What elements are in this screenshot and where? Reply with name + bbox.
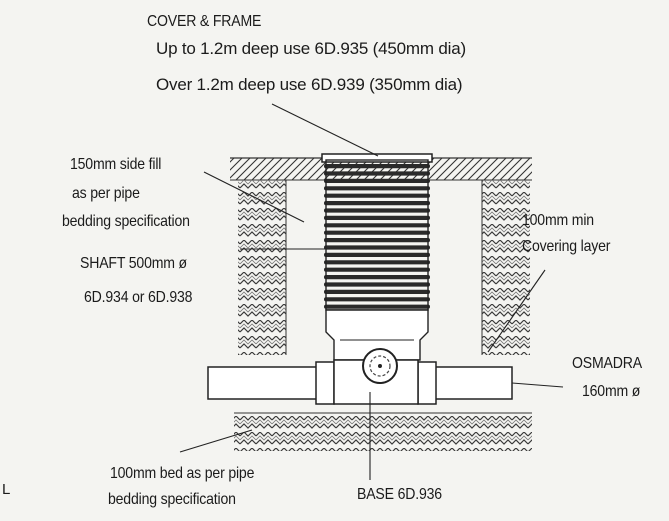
pipe-right (433, 366, 513, 400)
leader-pipe (511, 382, 564, 388)
shaft-label: SHAFT 500mm ø (80, 255, 187, 272)
edge-mark: L (2, 481, 11, 498)
shaft-rib (324, 193, 430, 198)
left-trench-wall (238, 180, 286, 355)
leader-covering-layer (487, 269, 546, 353)
shaft-rib (324, 201, 430, 206)
shaft-rib (324, 304, 430, 309)
shaft-code-label: 6D.934 or 6D.938 (84, 289, 193, 306)
leader-side-fill (203, 171, 305, 223)
shaft-ribs (324, 164, 430, 309)
side-fill-label-1: 150mm side fill (70, 156, 162, 173)
shaft-rib (324, 245, 430, 250)
shaft-rib (324, 297, 430, 302)
shaft-rib (324, 238, 430, 243)
shaft-rib (324, 208, 430, 213)
covering-layer-label-2: Covering layer (522, 238, 611, 255)
side-fill-label-3: bedding specification (62, 213, 190, 230)
pipe-left-coupling (315, 361, 335, 405)
bed-label-2: bedding specification (108, 491, 236, 508)
shaft-rib (324, 164, 430, 169)
shaft-rib (324, 267, 430, 272)
bed-label-1: 100mm bed as per pipe (110, 465, 255, 482)
shaft-rib (324, 282, 430, 287)
cover-deep-spec: Over 1.2m deep use 6D.939 (350mm dia) (156, 75, 463, 94)
shaft-rib (324, 260, 430, 265)
shaft-rib (324, 178, 430, 183)
cover-shallow-spec: Up to 1.2m deep use 6D.935 (450mm dia) (156, 39, 466, 58)
pipe-right-coupling (417, 361, 437, 405)
ground-surface-hatch (230, 158, 532, 180)
side-fill-label-2: as per pipe (72, 185, 140, 202)
leader-cover (271, 103, 379, 157)
shaft-rib (324, 252, 430, 257)
shaft-rib (324, 223, 430, 228)
pipe-center-mark (378, 364, 382, 368)
pipe-brand-label: OSMADRA (572, 355, 642, 372)
leader-bed (179, 429, 253, 453)
covering-layer-label-1: 100mm min (522, 212, 594, 229)
pipe-left (207, 366, 319, 400)
shaft-rib (324, 215, 430, 220)
shaft-rib (324, 275, 430, 280)
base-chamber (325, 309, 429, 361)
shaft-rib (324, 289, 430, 294)
bedding-layer (234, 413, 532, 451)
leader-lines (179, 103, 564, 480)
pipe-bore-inner (369, 355, 391, 377)
right-trench-wall (482, 180, 530, 355)
pipe-diameter-label: 160mm ø (582, 383, 641, 400)
shaft-rib (324, 186, 430, 191)
base-label: BASE 6D.936 (357, 486, 442, 503)
cover-frame (321, 153, 433, 163)
shaft-rib (324, 171, 430, 176)
shaft-rib (324, 230, 430, 235)
cover-frame-title: COVER & FRAME (147, 13, 262, 30)
